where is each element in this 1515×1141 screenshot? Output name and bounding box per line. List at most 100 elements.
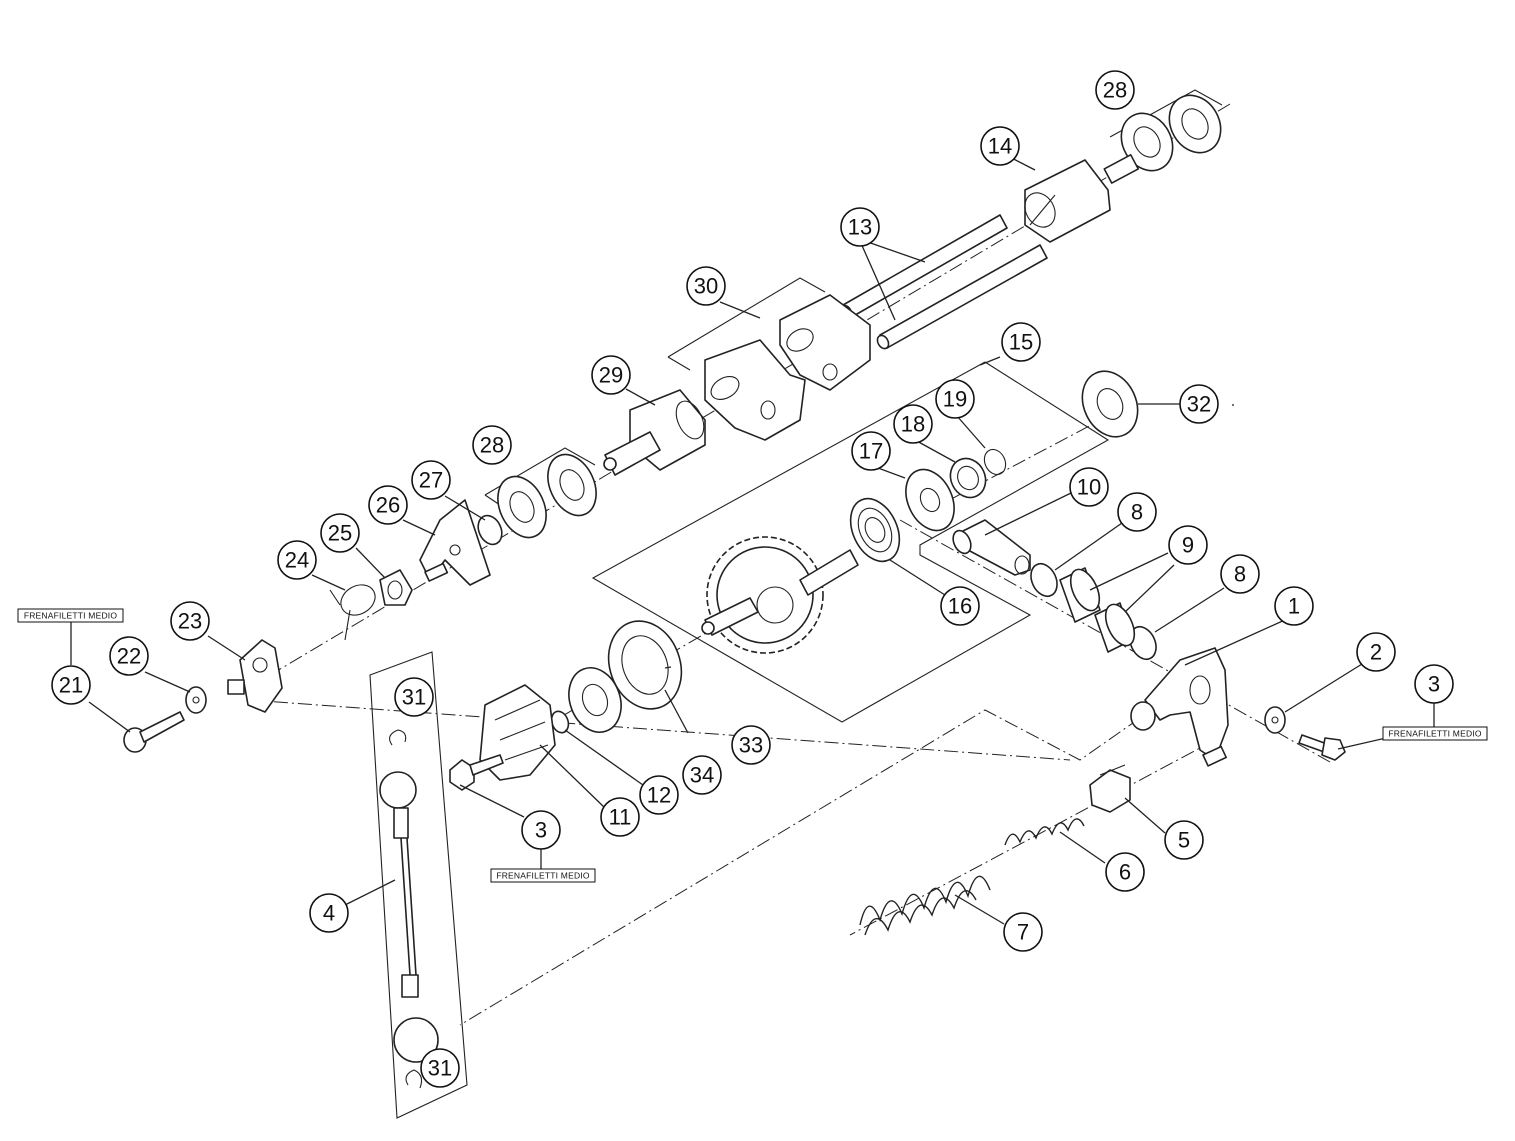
- callout-3-center: 3: [521, 810, 561, 850]
- clip-31-lower: [405, 1069, 423, 1089]
- svg-text:26: 26: [376, 493, 400, 518]
- spring-seat-5: [1089, 764, 1131, 813]
- svg-text:9: 9: [1182, 533, 1194, 558]
- plate-23: [227, 639, 283, 713]
- callout-31-lower: 31: [420, 1048, 460, 1088]
- washer-2: [1264, 706, 1286, 734]
- svg-text:25: 25: [328, 521, 352, 546]
- callout-2: 2: [1356, 632, 1396, 672]
- bolt-21: [123, 711, 185, 753]
- svg-text:17: 17: [859, 439, 883, 464]
- washer-22: [185, 686, 207, 714]
- rod-4: [379, 771, 439, 1063]
- svg-text:31: 31: [428, 1056, 452, 1081]
- callout-12: 12: [639, 775, 679, 815]
- svg-text:11: 11: [609, 805, 632, 830]
- lever-1: [1130, 647, 1229, 767]
- leader-lines: [70, 151, 1435, 925]
- callout-14: 14: [980, 126, 1020, 166]
- callout-3-right: 3: [1414, 664, 1454, 704]
- svg-text:30: 30: [694, 274, 718, 299]
- svg-text:28: 28: [480, 433, 504, 458]
- svg-text:1: 1: [1288, 594, 1300, 619]
- svg-text:34: 34: [690, 763, 714, 788]
- callout-10: 10: [1069, 467, 1109, 507]
- bolt-3-center: [449, 754, 504, 791]
- svg-text:32: 32: [1187, 392, 1211, 417]
- shaft-10: [952, 519, 1031, 576]
- callout-4: 4: [309, 893, 349, 933]
- svg-text:31: 31: [402, 685, 426, 710]
- callout-7: 7: [1003, 912, 1043, 952]
- svg-text:2: 2: [1370, 640, 1382, 665]
- callout-6: 6: [1105, 852, 1145, 892]
- svg-text:15: 15: [1009, 330, 1033, 355]
- thrust-bearing-16: [849, 497, 901, 563]
- callout-28-upper: 28: [1095, 70, 1135, 110]
- callout-16: 16: [940, 586, 980, 626]
- note-3-bottom: FRENAFILETTI MEDIO: [490, 868, 596, 883]
- svg-text:18: 18: [901, 412, 925, 437]
- lever-26: [419, 499, 491, 586]
- svg-text:27: 27: [419, 468, 443, 493]
- callout-34: 34: [682, 755, 722, 795]
- bearing-28-upper: [1120, 94, 1222, 172]
- svg-text:5: 5: [1178, 828, 1190, 853]
- svg-text:19: 19: [943, 387, 967, 412]
- callout-31-upper: 31: [394, 677, 434, 717]
- spring-clip-24: [329, 584, 376, 641]
- svg-text:13: 13: [848, 215, 872, 240]
- callout-11: 11: [600, 797, 640, 837]
- callout-5: 5: [1164, 820, 1204, 860]
- svg-text:12: 12: [647, 783, 671, 808]
- svg-text:3: 3: [535, 818, 547, 843]
- svg-text:8: 8: [1234, 562, 1246, 587]
- circlip-19: [983, 448, 1007, 476]
- callout-22: 22: [109, 636, 149, 676]
- bearing-33: [607, 620, 683, 710]
- svg-text:FRENAFILETTI MEDIO: FRENAFILETTI MEDIO: [496, 871, 590, 881]
- housing-30: [704, 294, 871, 441]
- svg-text:7: 7: [1017, 920, 1029, 945]
- svg-text:6: 6: [1119, 860, 1131, 885]
- svg-text:23: 23: [178, 609, 202, 634]
- callout-25: 25: [320, 513, 360, 553]
- svg-text:10: 10: [1077, 475, 1101, 500]
- callout-13: 13: [840, 207, 880, 247]
- callout-8-lower: 8: [1220, 554, 1260, 594]
- callout-21: 21: [51, 665, 91, 705]
- bearing-34: [568, 667, 622, 733]
- callout-1: 1: [1274, 586, 1314, 626]
- washer-17: [905, 468, 955, 532]
- bushing-18: [949, 457, 987, 499]
- clip-31-upper: [389, 729, 407, 746]
- callout-8-upper: 8: [1117, 492, 1157, 532]
- callout-26: 26: [368, 485, 408, 525]
- svg-text:3: 3: [1428, 672, 1440, 697]
- callout-33: 33: [731, 725, 771, 765]
- callout-27: 27: [411, 460, 451, 500]
- svg-text:FRENAFILETTI MEDIO: FRENAFILETTI MEDIO: [1388, 729, 1482, 739]
- callout-17: 17: [851, 431, 891, 471]
- callout-32: 32: [1179, 384, 1219, 424]
- cam-29: [603, 389, 706, 476]
- cam-14: [1024, 154, 1140, 243]
- svg-text:29: 29: [599, 363, 623, 388]
- svg-text:4: 4: [323, 901, 335, 926]
- washer-8b: [1129, 625, 1157, 661]
- ring-27: [477, 514, 503, 546]
- callout-19: 19: [935, 379, 975, 419]
- svg-text:FRENAFILETTI MEDIO: FRENAFILETTI MEDIO: [24, 611, 118, 621]
- callout-23: 23: [170, 601, 210, 641]
- svg-text:8: 8: [1131, 500, 1143, 525]
- svg-text:28: 28: [1103, 78, 1127, 103]
- callout-30: 30: [686, 266, 726, 306]
- gear-shaft: [701, 536, 859, 654]
- washer-8a: [1030, 562, 1058, 598]
- parts: [123, 94, 1346, 1089]
- svg-text:14: 14: [988, 134, 1012, 159]
- spring-7: [859, 875, 991, 926]
- svg-text:21: 21: [59, 673, 83, 698]
- callout-9: 9: [1168, 525, 1208, 565]
